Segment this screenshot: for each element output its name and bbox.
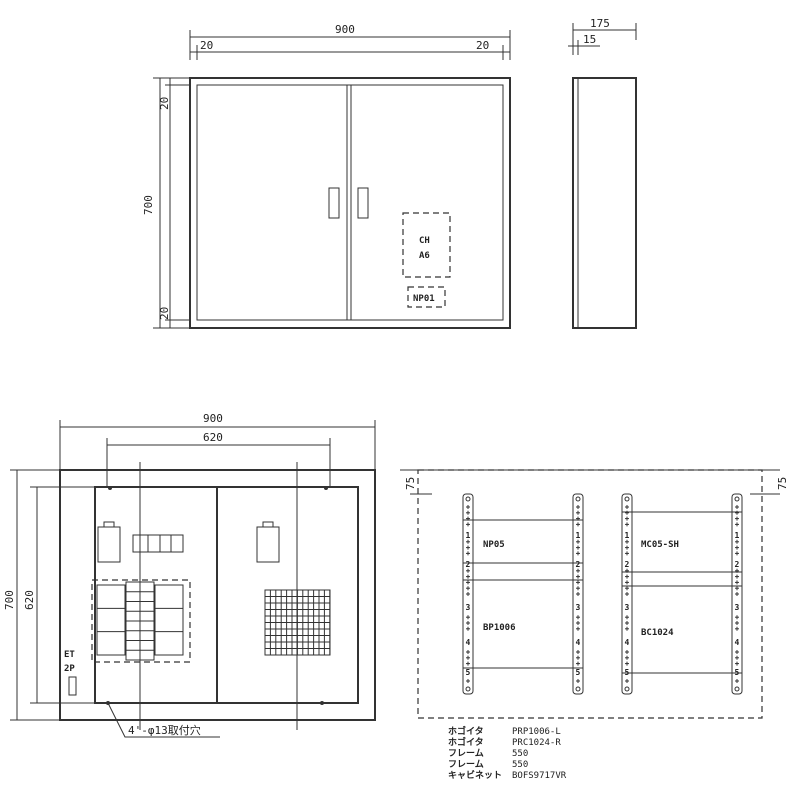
interior-view: 900 620 700 620 ET 2P 4'-φ13取付穴 bbox=[3, 412, 376, 738]
part-code: PRP1006-L bbox=[512, 727, 561, 737]
dim-top-margin: 20 bbox=[158, 97, 171, 110]
left-door-handle bbox=[328, 187, 340, 219]
dim-depth: 175 bbox=[590, 17, 610, 30]
rail-number: 1 bbox=[625, 531, 630, 540]
2p-label: 2P bbox=[64, 664, 75, 674]
rail-number: 1 bbox=[735, 531, 740, 540]
part-code: 550 bbox=[512, 749, 528, 759]
part-code: BOFS9717VR bbox=[512, 771, 567, 781]
dim-height: 700 bbox=[142, 195, 155, 215]
part-code: 550 bbox=[512, 760, 528, 770]
module-mc05-sh: MC05-SH bbox=[641, 540, 679, 550]
rail-number: 3 bbox=[625, 603, 630, 612]
nameplate-label: NP01 bbox=[413, 294, 435, 304]
left-breaker-grid bbox=[96, 581, 184, 661]
rail-number: 4 bbox=[625, 638, 630, 647]
part-name: ホゴイタ bbox=[448, 736, 484, 748]
dim-width: 900 bbox=[335, 23, 355, 36]
mounting-hole-note: 4'-φ13取付穴 bbox=[128, 723, 201, 737]
parts-list: ホゴイタ PRP1006-L ホゴイタ PRC1024-R フレーム 550 フレーム 550… bbox=[448, 725, 567, 781]
din-rail: 1 2 3 4 5 bbox=[572, 493, 584, 695]
rail-number: 1 bbox=[466, 531, 471, 540]
parts-list-row: フレーム 550 bbox=[448, 748, 528, 759]
rail-number: 5 bbox=[576, 668, 581, 677]
rail-number: 2 bbox=[625, 560, 630, 569]
dim-mount-height: 620 bbox=[23, 590, 36, 610]
part-name: フレーム bbox=[448, 748, 484, 759]
rail-number: 5 bbox=[466, 668, 471, 677]
module-bc1024: BC1024 bbox=[641, 628, 674, 638]
din-rail: 1 2 3 4 5 bbox=[462, 493, 474, 695]
rail-number: 3 bbox=[576, 603, 581, 612]
rail-number: 2 bbox=[735, 560, 740, 569]
a6-label: A6 bbox=[419, 251, 430, 261]
dim-width: 900 bbox=[203, 412, 223, 425]
module-np05: NP05 bbox=[483, 540, 505, 550]
parts-list-row: ホゴイタ PRC1024-R bbox=[448, 736, 561, 748]
right-door-handle bbox=[357, 187, 369, 219]
part-name: ホゴイタ bbox=[448, 725, 484, 737]
part-code: PRC1024-R bbox=[512, 738, 561, 748]
dim-mount-width: 620 bbox=[203, 431, 223, 444]
dim-left-margin: 20 bbox=[200, 39, 213, 52]
side-view: 175 15 bbox=[568, 17, 637, 329]
dim-inner: 15 bbox=[583, 33, 596, 46]
rail-number: 3 bbox=[466, 603, 471, 612]
parts-list-row: キャビネット BOFS9717VR bbox=[448, 769, 567, 781]
parts-list-row: ホゴイタ PRP1006-L bbox=[448, 725, 561, 737]
right-breaker-grid bbox=[264, 589, 331, 656]
dim-right-margin: 20 bbox=[476, 39, 489, 52]
rail-number: 4 bbox=[735, 638, 740, 647]
parts-list-row: フレーム 550 bbox=[448, 759, 528, 770]
dim-height: 700 bbox=[3, 590, 16, 610]
dim-top-right: 75 bbox=[776, 477, 789, 490]
rail-number: 2 bbox=[466, 560, 471, 569]
et-label: ET bbox=[64, 650, 75, 660]
dim-top-left: 75 bbox=[404, 477, 417, 490]
rail-number: 3 bbox=[735, 603, 740, 612]
module-bp1006: BP1006 bbox=[483, 623, 516, 633]
part-name: キャビネット bbox=[448, 769, 502, 781]
rail-number: 4 bbox=[466, 638, 471, 647]
front-view: 900 20 20 700 20 20 CH A6 NP01 bbox=[142, 23, 511, 329]
rail-number: 4 bbox=[576, 638, 581, 647]
part-name: フレーム bbox=[448, 759, 484, 770]
rail-number: 2 bbox=[576, 560, 581, 569]
ch-label: CH bbox=[419, 236, 430, 246]
rail-number: 1 bbox=[576, 531, 581, 540]
dim-bottom-margin: 20 bbox=[158, 307, 171, 320]
